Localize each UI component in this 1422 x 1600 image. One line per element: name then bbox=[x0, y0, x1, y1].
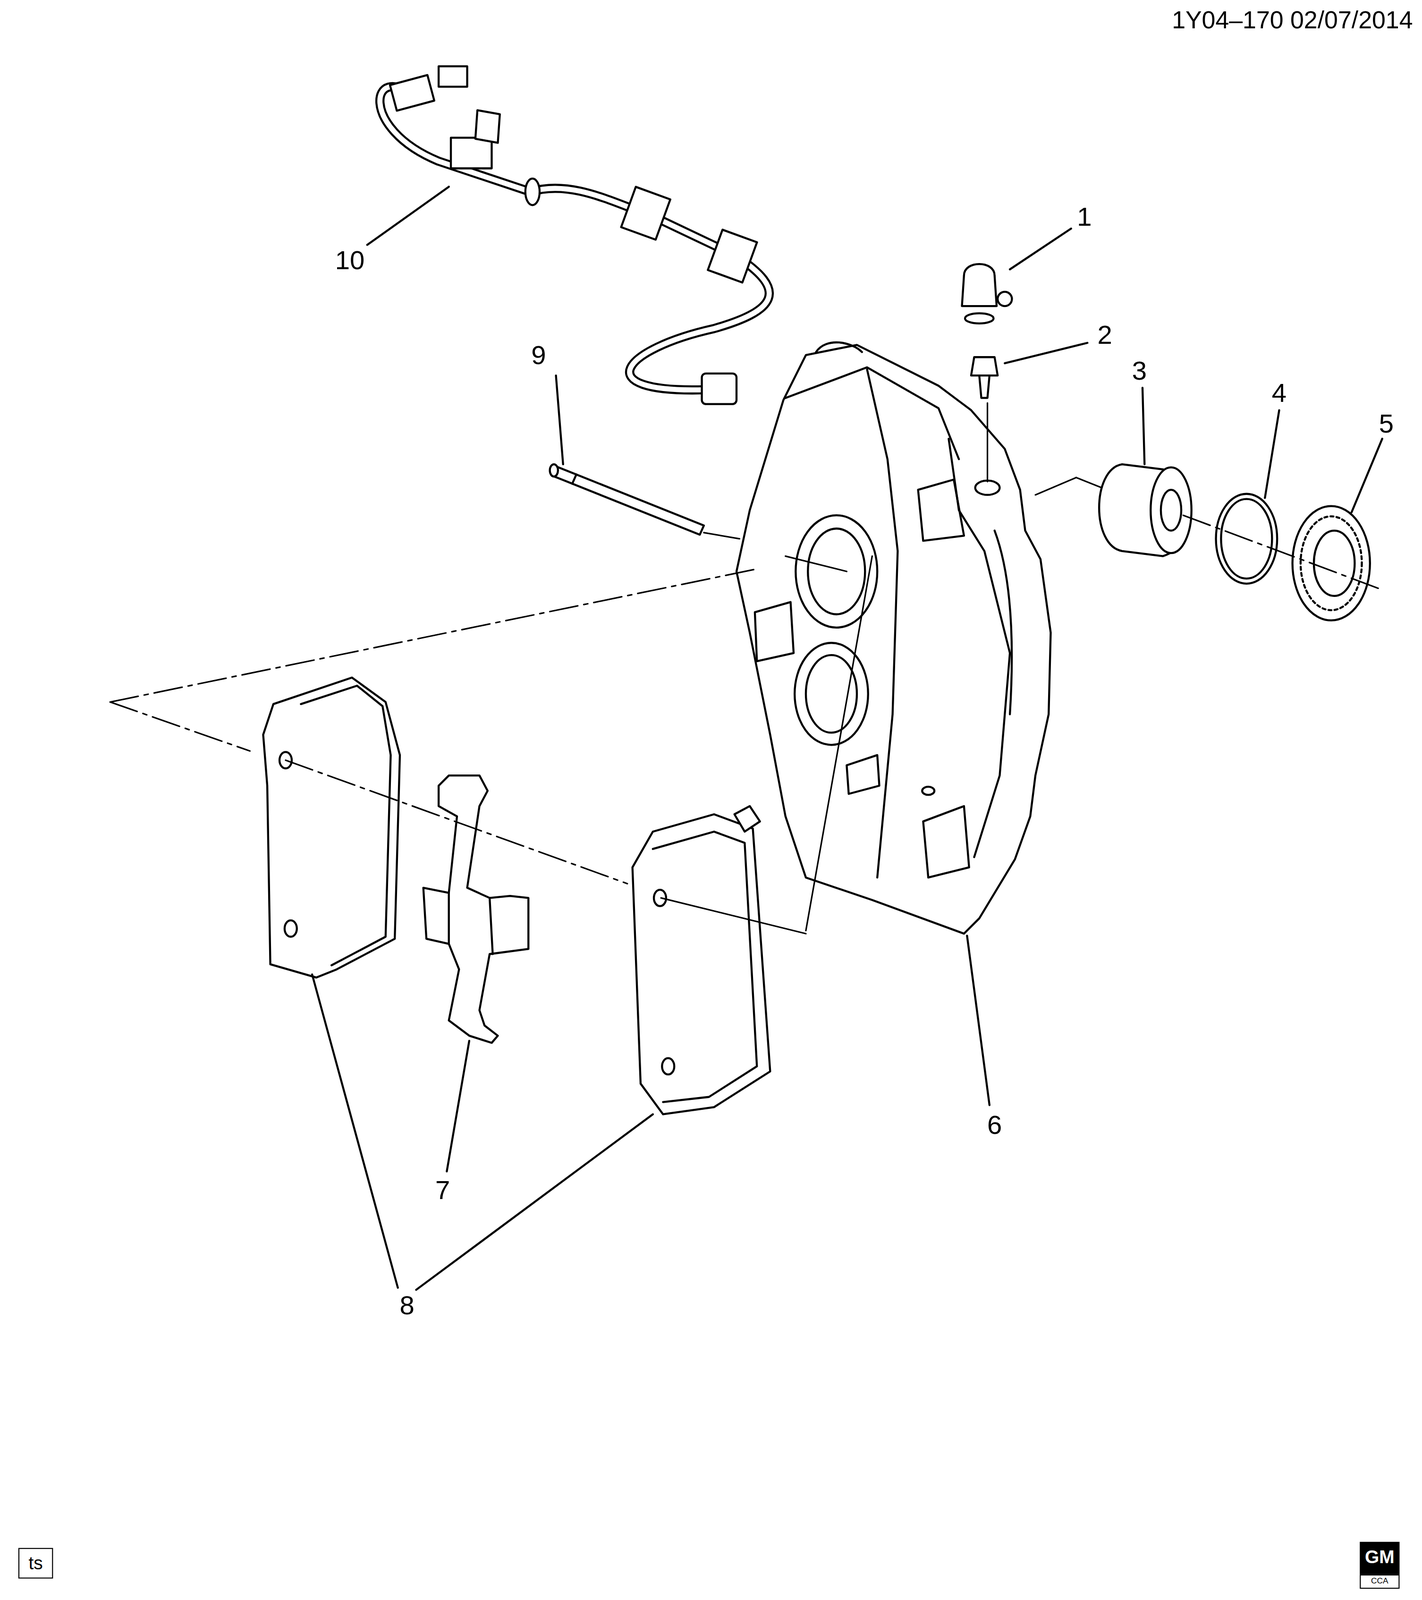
callout-number: 4 bbox=[1271, 379, 1287, 407]
code-text: ts bbox=[25, 1553, 46, 1573]
gm-logo: GMCCA bbox=[1359, 1541, 1400, 1589]
callout-number: 1 bbox=[1076, 203, 1092, 230]
callout-number: 2 bbox=[1097, 321, 1112, 348]
code-box: ts bbox=[18, 1547, 53, 1579]
callout-number: 5 bbox=[1379, 410, 1394, 437]
callout-number: 7 bbox=[435, 1176, 450, 1203]
dust-boot bbox=[1292, 506, 1371, 621]
callout-number: 9 bbox=[531, 341, 546, 369]
wire-harness bbox=[380, 86, 770, 390]
callout-number: 3 bbox=[1132, 356, 1147, 384]
callout-number: 10 bbox=[335, 246, 365, 274]
callout-number: 8 bbox=[399, 1291, 415, 1318]
brake-caliper bbox=[736, 344, 1051, 934]
bleeder-cap bbox=[962, 263, 997, 306]
brake-pad bbox=[632, 813, 771, 1114]
brake-pad bbox=[262, 677, 400, 978]
logo-text: GM bbox=[1359, 1541, 1400, 1575]
guide-pin bbox=[551, 465, 704, 535]
logo-subtext: CCA bbox=[1359, 1574, 1400, 1589]
callout-number: 6 bbox=[987, 1110, 1002, 1138]
drawing-number: 1Y04–170 02/07/2014 bbox=[1171, 8, 1413, 33]
bleeder-screw bbox=[971, 356, 998, 398]
